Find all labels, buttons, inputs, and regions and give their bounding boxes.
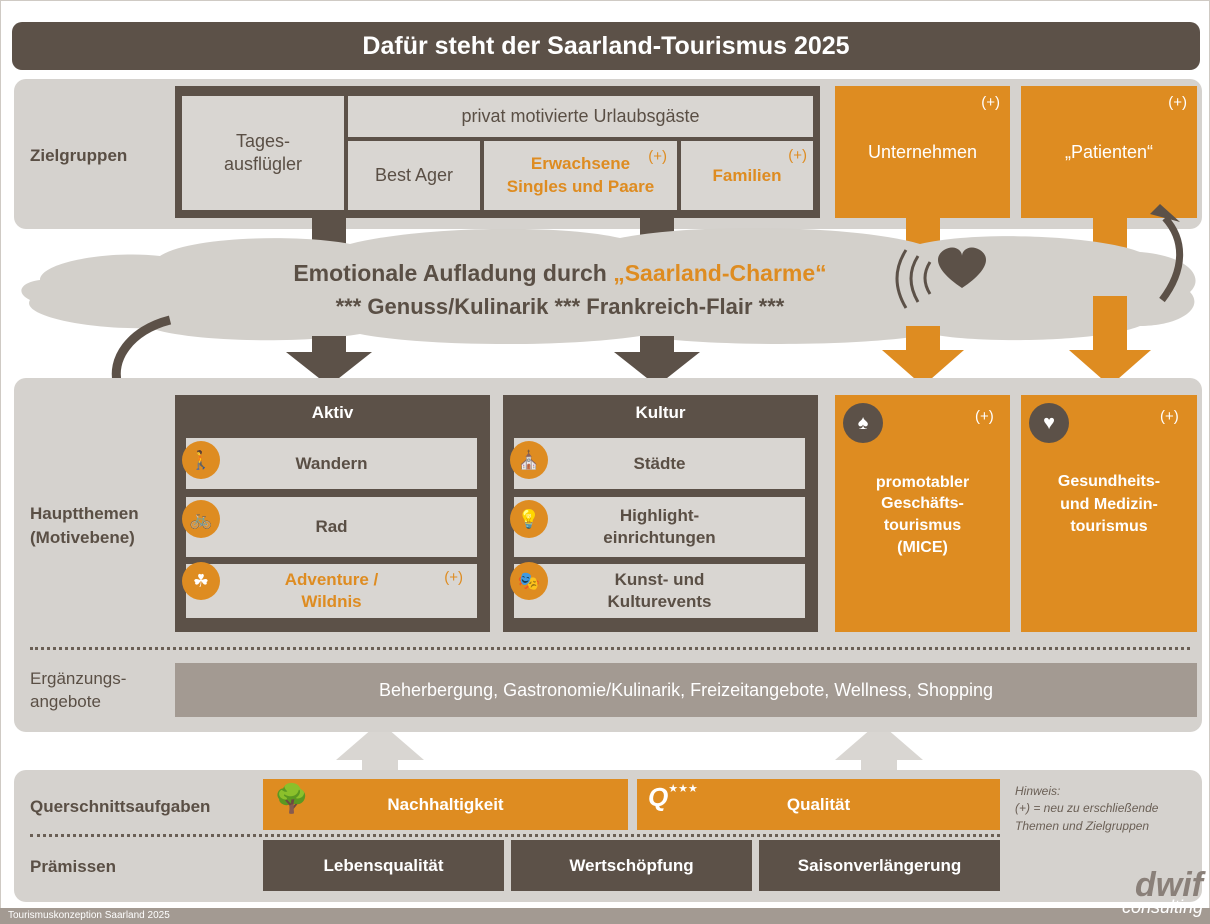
cloud-line1: Emotionale Aufladung durch „Saarland-Cha… — [240, 260, 880, 287]
hinweis-note: Hinweis: (+) = neu zu erschließende Them… — [1015, 784, 1159, 833]
erwachsene-cell: Erwachsene Singles und Paare (+) — [484, 141, 677, 210]
aktiv-item-wandern: Wandern — [186, 438, 477, 489]
quality-star-icon: Q★★★ — [648, 782, 698, 812]
aktiv-item-adventure: Adventure / Wildnis (+) — [186, 564, 477, 618]
kultur-item-staedte-text: Städte — [633, 453, 686, 473]
tie-icon: ♠ — [843, 403, 883, 443]
qualitaet-text: Qualität — [786, 794, 851, 814]
cloud-line1-prefix: Emotionale Aufladung durch — [293, 260, 614, 286]
church-icon: ⛪ — [510, 441, 548, 479]
aktiv-title: Aktiv — [311, 403, 354, 422]
dwif-logo: dwif consulting — [1085, 868, 1203, 916]
nachhaltigkeit-text: Nachhaltigkeit — [387, 794, 504, 814]
ergaenzung-label: Ergänzungs- angebote — [30, 669, 127, 711]
patienten-text: „Patienten“ — [1064, 141, 1154, 162]
tagesausfluegler-cell: Tages- ausflügler — [182, 96, 344, 210]
tree-icon: 🌳 — [274, 783, 309, 814]
qualitaet-bar: Qualität — [637, 779, 1000, 830]
familien-text: Familien — [712, 165, 782, 185]
heartbeat-icon: ♥ — [1029, 403, 1069, 443]
kultur-item-kunst-text: Kunst- und Kulturevents — [607, 569, 712, 611]
nachhaltigkeit-bar: Nachhaltigkeit — [263, 779, 628, 830]
ergaenzung-bar: Beherbergung, Gastronomie/Kulinarik, Fre… — [175, 663, 1197, 717]
adventure-plus: (+) — [444, 569, 463, 586]
aktiv-item-rad-text: Rad — [315, 517, 348, 536]
lightbulb-icon: 💡 — [510, 500, 548, 538]
praemisse-wertschoepfung-text: Wertschöpfung — [569, 855, 694, 875]
theater-masks-icon: 🎭 — [510, 562, 548, 600]
bicycle-icon: 🚲 — [182, 500, 220, 538]
kultur-item-highlight-text: Highlight- einrichtungen — [603, 505, 716, 547]
unternehmen-box: Unternehmen (+) — [835, 86, 1010, 218]
dwif-logo-sub: consulting — [1121, 897, 1203, 917]
ergaenzung-text: Beherbergung, Gastronomie/Kulinarik, Fre… — [378, 679, 994, 700]
privat-header-text: privat motivierte Urlaubsgäste — [461, 106, 700, 126]
unternehmen-plus: (+) — [981, 94, 1000, 111]
patienten-plus: (+) — [1168, 94, 1187, 111]
praemisse-saisonverlaengerung: Saisonverlängerung — [759, 840, 1000, 891]
gesundheit-text: Gesundheits- und Medizin- tourismus — [1057, 473, 1161, 536]
separator-hauptthemen — [30, 647, 1190, 650]
best-ager-cell: Best Ager — [348, 141, 480, 210]
familien-plus: (+) — [788, 147, 807, 164]
praemisse-lebensqualitaet-text: Lebensqualität — [323, 855, 444, 875]
cloud-line1-highlight: „Saarland-Charme“ — [613, 260, 827, 286]
unternehmen-text: Unternehmen — [867, 141, 978, 162]
querschnitt-label: Querschnittsaufgaben — [30, 797, 211, 816]
praemisse-wertschoepfung: Wertschöpfung — [511, 840, 752, 891]
dwif-logo-main: dwif — [1135, 866, 1203, 904]
mice-text: promotabler Geschäfts- tourismus (MICE) — [875, 473, 970, 556]
aktiv-item-adventure-text: Adventure / Wildnis — [284, 569, 379, 611]
patienten-box: „Patienten“ (+) — [1021, 86, 1197, 218]
best-ager-text: Best Ager — [374, 165, 454, 185]
zielgruppen-label: Zielgruppen — [30, 146, 128, 165]
kultur-title: Kultur — [635, 403, 686, 422]
footer-left-text: Tourismuskonzeption Saarland 2025 — [8, 910, 170, 921]
cloud-line2: *** Genuss/Kulinarik *** Frankreich-Flai… — [335, 294, 785, 319]
praemisse-saisonverlaengerung-text: Saisonverlängerung — [797, 855, 962, 875]
hauptthemen-label: Hauptthemen (Motivebene) — [30, 504, 139, 547]
aktiv-item-rad: Rad — [186, 497, 477, 557]
footer-bar — [0, 908, 1210, 924]
kultur-item-highlight: Highlight- einrichtungen — [514, 497, 805, 557]
kultur-item-kunst: Kunst- und Kulturevents — [514, 564, 805, 618]
praemisse-lebensqualitaet: Lebensqualität — [263, 840, 504, 891]
mice-plus: (+) — [975, 408, 994, 425]
tagesausfluegler-text: Tages- ausflügler — [223, 130, 303, 174]
separator-praemissen — [30, 834, 1000, 837]
kultur-item-staedte: Städte — [514, 438, 805, 489]
erwachsene-text: Erwachsene Singles und Paare — [506, 153, 655, 196]
privat-header-cell: privat motivierte Urlaubsgäste — [348, 96, 813, 137]
aktiv-item-wandern-text: Wandern — [295, 453, 368, 473]
page-title: Dafür steht der Saarland-Tourismus 2025 — [12, 22, 1200, 70]
gesundheit-plus: (+) — [1160, 408, 1179, 425]
leaf-icon: ☘ — [182, 562, 220, 600]
quality-letter: Q — [648, 782, 669, 812]
erwachsene-plus: (+) — [648, 148, 667, 165]
familien-cell: Familien (+) — [681, 141, 813, 210]
hiker-icon: 🚶 — [182, 441, 220, 479]
praemissen-label: Prämissen — [30, 857, 116, 876]
